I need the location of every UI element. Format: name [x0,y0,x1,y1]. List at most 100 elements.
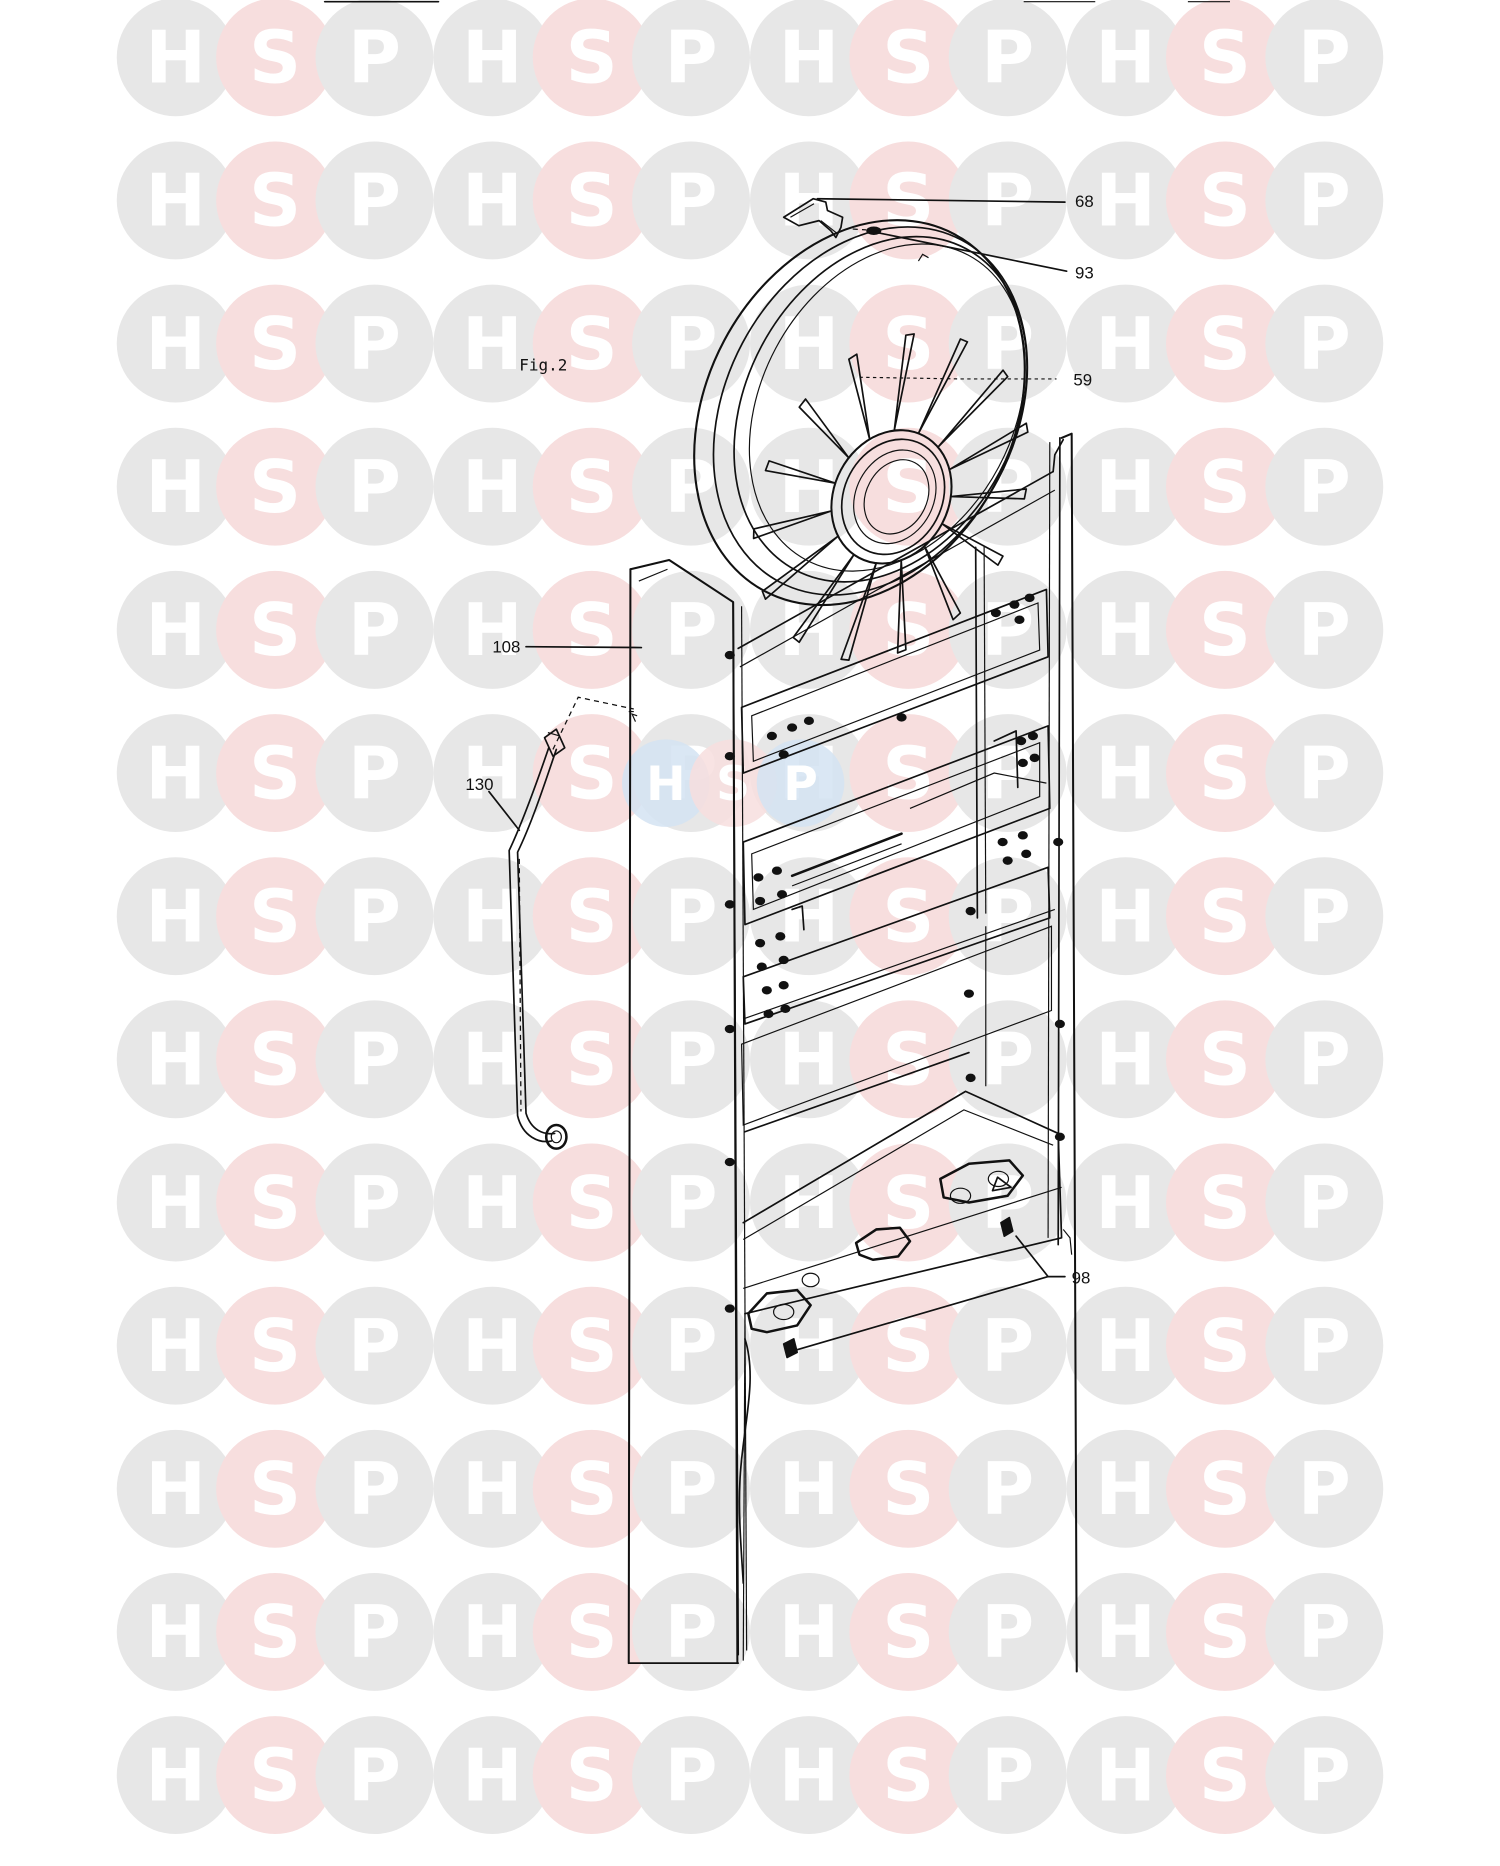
mounting-hole [724,1157,735,1167]
svg-text:S: S [882,446,934,530]
svg-text:P: P [348,1448,401,1532]
gas-pipe-part-130 [508,696,634,1150]
svg-text:H: H [462,732,523,816]
watermark-s-circle: S [849,1573,968,1691]
watermark-s-circle: S [1165,1286,1284,1405]
watermark-s-circle: S [532,1143,651,1262]
watermark-p-circle: P [315,1000,434,1119]
watermark-h-circle: H [433,1000,552,1119]
watermark-s-circle: S [532,427,651,546]
callout-93: 93 [1075,264,1094,283]
mounting-hole [724,650,735,660]
watermark-s-circle: S [849,0,968,117]
watermark-s-circle: S [1165,1573,1284,1691]
svg-text:S: S [566,303,618,387]
svg-text:P: P [348,1162,401,1246]
watermark-s-circle: S [216,570,335,689]
watermark-p-circle: P [948,141,1067,260]
watermark-p-circle: P [632,1716,750,1835]
watermark-s-circle: S [216,1143,335,1262]
leader-130 [488,790,521,832]
watermark-s-circle: S [532,570,651,689]
mounting-hole [778,981,789,990]
svg-text:H: H [1095,1162,1156,1246]
watermark-s-circle: S [216,714,335,832]
svg-text:H: H [145,1591,206,1675]
mounting-hole [1054,1132,1065,1142]
svg-text:S: S [882,1162,934,1246]
svg-text:P: P [1298,589,1351,673]
mounting-holes [724,593,1065,1313]
watermark-h-circle: H [1066,1143,1185,1262]
svg-text:S: S [566,732,618,816]
callout-68: 68 [1075,192,1094,211]
watermark-s-circle: S [216,857,335,976]
mounting-hole [766,731,777,741]
mounting-hole [896,713,907,722]
watermark-p-circle: P [632,141,750,260]
watermark-p-circle: P [315,570,434,689]
watermark-p-circle: P [1265,0,1384,117]
svg-text:H: H [462,875,523,959]
watermark-s-circle: S [849,1429,968,1548]
svg-text:H: H [779,1591,840,1675]
fan-spoke [764,460,837,485]
watermark-h-circle: H [1066,0,1185,117]
svg-text:P: P [348,875,401,959]
mounting-hole [776,890,788,899]
svg-text:S: S [566,446,618,530]
watermark-h-circle: H [116,1716,235,1835]
watermark-h-circle: H [1066,427,1185,546]
mounting-hole [1029,753,1040,763]
watermark-p-circle: P [948,1716,1067,1835]
watermark-s-circle: S [532,1573,651,1691]
svg-text:S: S [882,589,934,673]
watermark-s-circle: S [849,1716,968,1835]
svg-text:H: H [1095,160,1156,244]
watermark-p-circle: P [632,570,750,689]
mounting-hole [753,873,764,882]
svg-text:H: H [1095,303,1156,387]
fan-spokes [752,333,1029,661]
watermark-h-circle: H [1066,1573,1185,1691]
svg-text:P: P [665,1591,718,1675]
svg-text:P: P [1298,1734,1351,1818]
mounting-hole [803,716,814,726]
svg-text:S: S [882,1734,934,1818]
watermark-p-circle: P [315,0,434,117]
watermark-s-circle: S [532,284,651,403]
watermark-p-circle: P [632,1286,750,1405]
svg-text:H: H [1095,589,1156,673]
svg-text:S: S [249,303,301,387]
watermark-p-circle: P [1265,1716,1384,1835]
callout-59: 59 [1073,371,1092,390]
mounting-hole [778,955,789,965]
mounting-hole [724,1024,735,1034]
watermark-h-circle: H [116,714,235,832]
watermark-h-circle: H [116,141,235,260]
svg-text:P: P [981,875,1034,959]
svg-text:H: H [462,160,523,244]
svg-text:H: H [462,1162,523,1246]
svg-text:P: P [981,732,1034,816]
fan-spoke [896,559,907,654]
svg-text:P: P [665,589,718,673]
svg-text:H: H [1095,875,1156,959]
svg-text:P: P [1298,1448,1351,1532]
svg-text:S: S [1199,1019,1251,1103]
bracket-part-68 [782,197,844,239]
watermark-h-circle: H [1066,857,1185,976]
watermark-h-circle: H [750,1143,868,1262]
watermark-s-circle: S [849,1286,968,1405]
svg-text:P: P [1298,303,1351,387]
svg-text:H: H [779,446,840,530]
mounting-hole [997,837,1008,847]
mounting-hole [1021,849,1032,859]
svg-text:P: P [348,1734,401,1818]
svg-text:P: P [665,160,718,244]
svg-text:H: H [1095,17,1156,101]
svg-text:S: S [566,1305,618,1389]
mounting-hole [755,938,766,948]
svg-text:P: P [665,1305,718,1389]
svg-text:P: P [981,1305,1034,1389]
